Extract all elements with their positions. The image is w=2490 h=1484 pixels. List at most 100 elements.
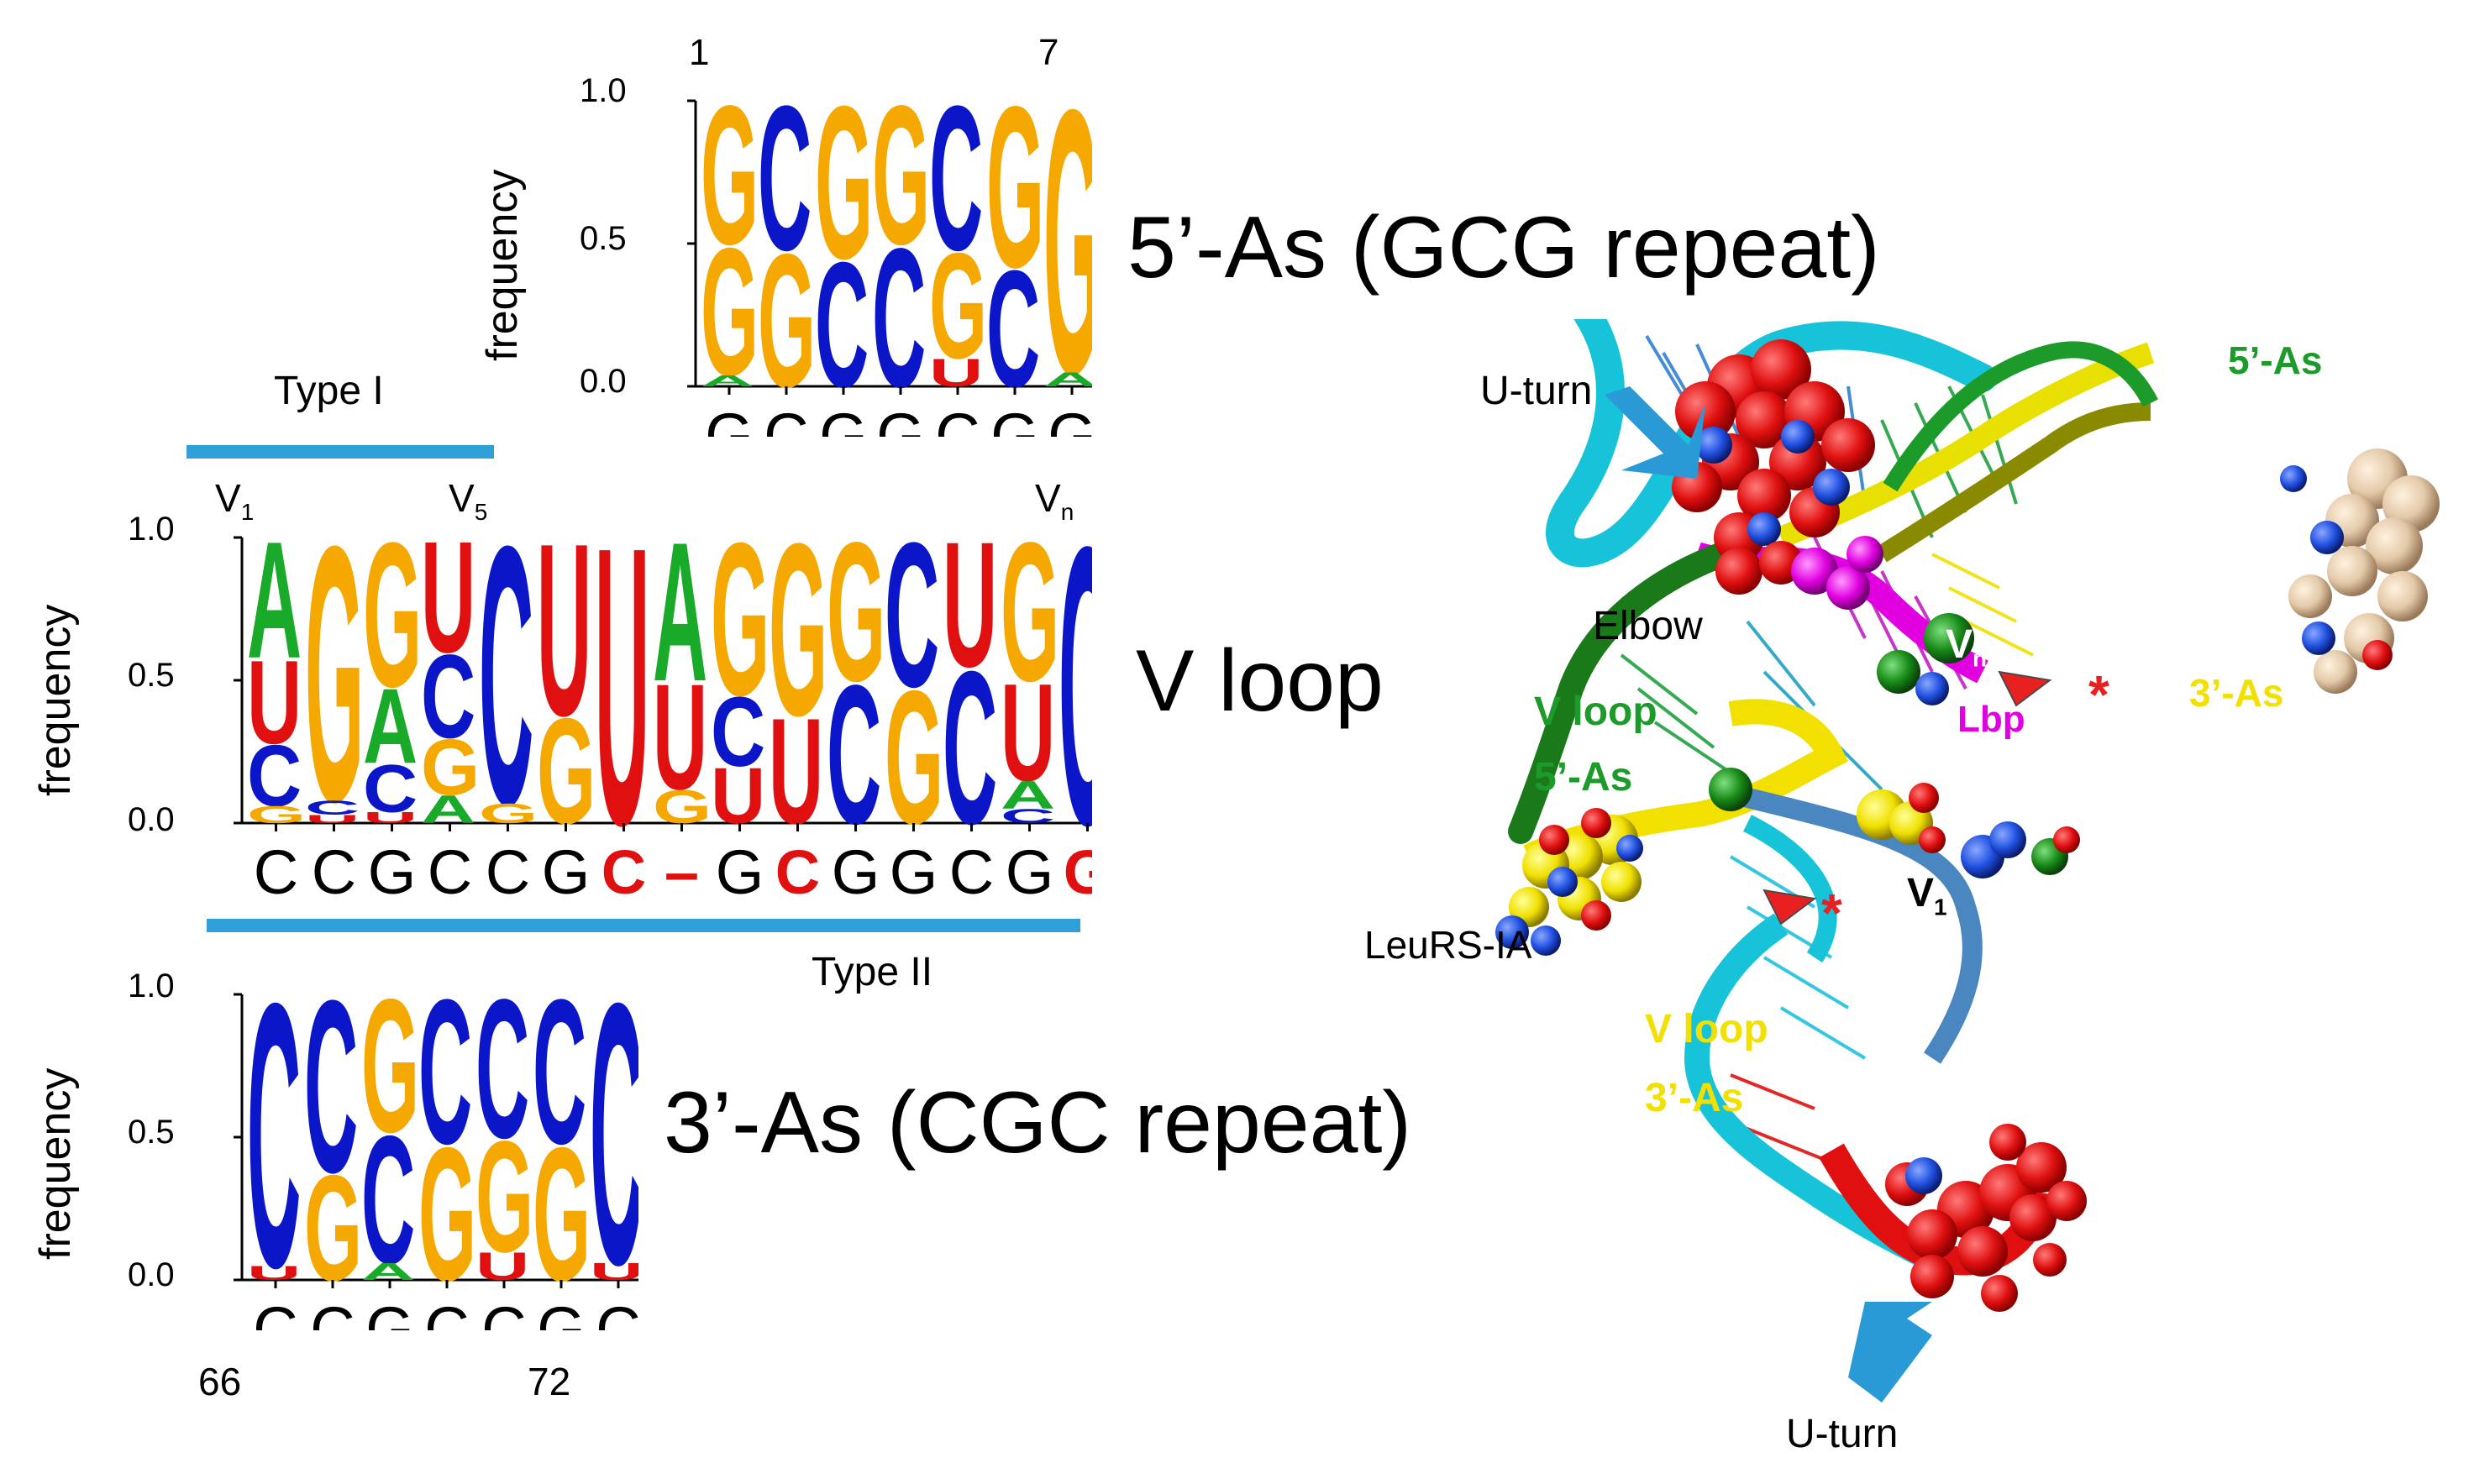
g26-spheres <box>1961 821 2080 878</box>
logo-letter-C: C <box>590 978 638 1330</box>
consensus-letter: G <box>368 837 417 907</box>
pos-label-72: 72 <box>528 1360 571 1403</box>
logo-letter-C: C <box>1001 805 1055 827</box>
logo-title-gcg: 5’-As (GCG repeat) <box>1127 199 1880 296</box>
asterisk-icon-vn: * <box>2088 664 2109 725</box>
logo-letter-G: G <box>363 521 422 731</box>
consensus-letter: C <box>486 837 530 907</box>
ytick-cgc-1: 1.0 <box>128 967 175 1004</box>
leurs-ia-spheres <box>1495 808 1643 956</box>
y-axis-title-cgc: frequency <box>31 1067 80 1260</box>
logo-letter-A: A <box>1043 369 1092 391</box>
logo-letter-U: U <box>305 812 360 826</box>
asterisk-icon-vloop: * <box>1821 883 1842 943</box>
label-vn: Vn <box>1946 622 1988 672</box>
label-v1: V1 <box>1907 871 1947 920</box>
consensus-letter: G <box>819 401 868 437</box>
logo-letter-G: G <box>701 84 759 286</box>
label-leurs: LeuRS-IA <box>1364 923 1532 967</box>
logo-letter-C: C <box>479 521 533 882</box>
vn-spheres <box>1877 613 1974 705</box>
ytick-gcg-05: 0.5 <box>580 220 627 257</box>
type-i-label: Type I <box>274 369 384 413</box>
green-ribbon-vloop5 <box>1508 533 1760 844</box>
logo-letter-C: C <box>711 677 765 787</box>
consensus-letter: G <box>716 837 764 907</box>
logo-letter-U: U <box>590 1258 638 1285</box>
lbp-label: Lbp <box>495 662 520 698</box>
pos-label-v5: V5 <box>449 476 488 526</box>
logo-letter-U: U <box>769 687 823 856</box>
logo-letter-G: G <box>758 215 816 427</box>
consensus-letter: C <box>310 1294 355 1330</box>
consensus-letter: G <box>542 837 591 907</box>
cyan-ribbon-lower <box>1743 815 1837 963</box>
logo-letter-G: G <box>305 521 364 878</box>
yellow-ribbon-3as <box>1777 342 2155 548</box>
logo-letter-C: C <box>304 978 358 1224</box>
logo-letter-G: G <box>711 521 770 742</box>
logo-letter-U: U <box>653 653 707 821</box>
consensus-letter: C <box>775 837 820 907</box>
pos-label-gcg-7: 7 <box>1038 32 1059 73</box>
logo-letter-G: G <box>929 223 987 391</box>
consensus-letter: C <box>601 837 646 907</box>
logo-letter-C: C <box>758 84 812 294</box>
consensus-letter: C <box>254 837 298 907</box>
logo-letter-A: A <box>363 667 418 786</box>
logo-letter-G: G <box>421 722 480 811</box>
logo-letter-U: U <box>421 521 475 686</box>
logo-letter-C: C <box>827 643 881 865</box>
y-axis-title-vloop: frequency <box>31 604 80 796</box>
label-elbow: Elbow <box>1593 604 1703 648</box>
logo-letter-C: C <box>247 978 301 1330</box>
label-g26: G26 <box>2013 899 2083 940</box>
logo-letter-C: C <box>305 796 360 818</box>
logo-letter-G: G <box>1043 84 1092 437</box>
y-axis-title-gcg: frequency <box>478 169 527 361</box>
logo-letter-G: G <box>815 84 873 305</box>
pos-label-v1: V1 <box>215 476 255 526</box>
consensus-letter: C <box>596 1294 638 1330</box>
consensus-letter: G <box>1006 837 1054 907</box>
arrow-icon-uturn-bottom <box>1848 1302 1957 1403</box>
consensus-letter: C <box>764 401 808 437</box>
sequence-logo-gcg: GGACGGCGCCGUGCGAGCGGCGG <box>687 84 1092 437</box>
ytick-vloop-1: 1.0 <box>128 511 175 548</box>
logo-letter-U: U <box>363 809 418 826</box>
logo-letter-C: C <box>421 630 475 763</box>
consensus-letter: G <box>890 837 938 907</box>
consensus-letter: C <box>935 401 980 437</box>
trna-ribbon-structure <box>1495 319 2440 1403</box>
label-vloop5-2: 5’-As <box>1534 755 1633 800</box>
ytick-cgc-05: 0.5 <box>128 1114 175 1151</box>
uturn-top-spheres <box>1672 339 1875 595</box>
consensus-letter: C <box>253 1294 297 1330</box>
logo-letter-G: G <box>872 84 930 286</box>
consensus-letter: C <box>312 837 356 907</box>
logo-letter-C: C <box>533 978 586 1188</box>
consensus-letter: G <box>1064 837 1092 907</box>
logo-letter-C: C <box>986 236 1040 422</box>
v1-spheres <box>1857 783 1946 853</box>
cyan-ribbon-top <box>1546 319 1997 568</box>
logo-letter-A: A <box>247 521 302 693</box>
label-uturn-bottom: U-turn <box>1786 1412 1899 1456</box>
label-uturn-top: U-turn <box>1480 369 1593 413</box>
consensus-letter: C <box>949 837 994 907</box>
logo-letter-G: G <box>475 1109 533 1286</box>
pos-label-vn: Vn <box>1035 476 1074 526</box>
ytick-vloop-0: 0.0 <box>128 801 175 838</box>
logo-letter-G: G <box>533 1109 591 1321</box>
label-lbp: Lbp <box>1957 699 2025 740</box>
logo-letter-C: C <box>418 978 472 1188</box>
ytick-gcg-1: 1.0 <box>580 72 627 109</box>
logo-letter-C: C <box>475 978 529 1179</box>
logo-letter-G: G <box>361 978 419 1172</box>
label-vloop5-1: V loop <box>1534 690 1657 734</box>
logo-letter-C: C <box>247 727 302 825</box>
label-3as: 3’-As <box>2189 671 2284 715</box>
logo-letter-G: G <box>701 211 759 414</box>
